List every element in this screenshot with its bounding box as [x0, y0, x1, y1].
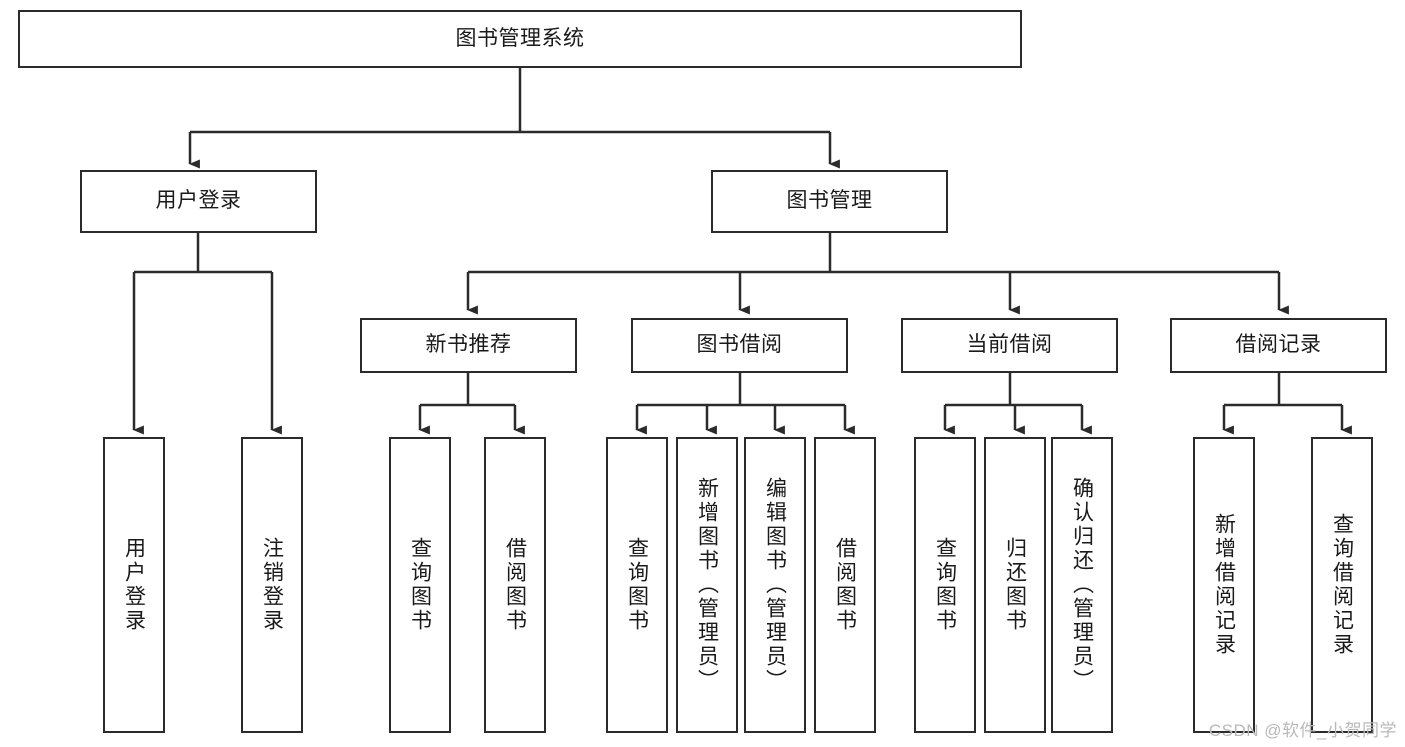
leaf-current-borrow-query[interactable]: 查询图书	[914, 437, 976, 733]
node-borrow-record[interactable]: 借阅记录	[1170, 318, 1387, 373]
leaf-label: 查询图书	[933, 537, 957, 633]
leaf-book-borrow-edit[interactable]: 编辑图书（管理员）	[744, 437, 806, 733]
leaf-user-login-login[interactable]: 用户登录	[103, 437, 165, 733]
leaf-book-borrow-add[interactable]: 新增图书（管理员）	[676, 437, 738, 733]
node-label: 图书借阅	[696, 333, 783, 357]
leaf-book-borrow-lend[interactable]: 借阅图书	[814, 437, 876, 733]
node-new-book-recommend[interactable]: 新书推荐	[360, 318, 577, 373]
leaf-label: 借阅图书	[503, 537, 527, 633]
leaf-current-borrow-confirm[interactable]: 确认归还（管理员）	[1051, 437, 1113, 733]
leaf-label: 借阅图书	[833, 537, 857, 633]
node-book-management[interactable]: 图书管理	[711, 170, 948, 233]
leaf-label: 查询图书	[625, 537, 649, 633]
leaf-label: 确认归还（管理员）	[1070, 477, 1094, 693]
node-label: 当前借阅	[966, 333, 1053, 357]
leaf-label: 新增图书（管理员）	[695, 477, 719, 693]
node-label: 用户登录	[155, 189, 242, 213]
node-book-borrow[interactable]: 图书借阅	[631, 318, 848, 373]
node-root-book-management-system[interactable]: 图书管理系统	[18, 10, 1022, 68]
node-current-borrow[interactable]: 当前借阅	[901, 318, 1118, 373]
leaf-label: 注销登录	[260, 537, 284, 633]
leaf-label: 编辑图书（管理员）	[763, 477, 787, 693]
leaf-label: 新增借阅记录	[1212, 513, 1236, 657]
node-label: 图书管理系统	[455, 26, 585, 50]
leaf-label: 用户登录	[122, 537, 146, 633]
leaf-label: 查询图书	[408, 537, 432, 633]
leaf-book-borrow-query[interactable]: 查询图书	[606, 437, 668, 733]
node-label: 图书管理	[786, 189, 873, 213]
node-label: 新书推荐	[425, 333, 512, 357]
leaf-borrow-record-add[interactable]: 新增借阅记录	[1193, 437, 1255, 733]
leaf-borrow-record-query[interactable]: 查询借阅记录	[1311, 437, 1373, 733]
node-user-login[interactable]: 用户登录	[80, 170, 317, 233]
leaf-new-book-borrow[interactable]: 借阅图书	[484, 437, 546, 733]
leaf-label: 查询借阅记录	[1330, 513, 1354, 657]
leaf-user-login-logout[interactable]: 注销登录	[241, 437, 303, 733]
leaf-new-book-query[interactable]: 查询图书	[389, 437, 451, 733]
node-label: 借阅记录	[1235, 333, 1322, 357]
leaf-label: 归还图书	[1003, 537, 1027, 633]
leaf-current-borrow-return[interactable]: 归还图书	[984, 437, 1046, 733]
